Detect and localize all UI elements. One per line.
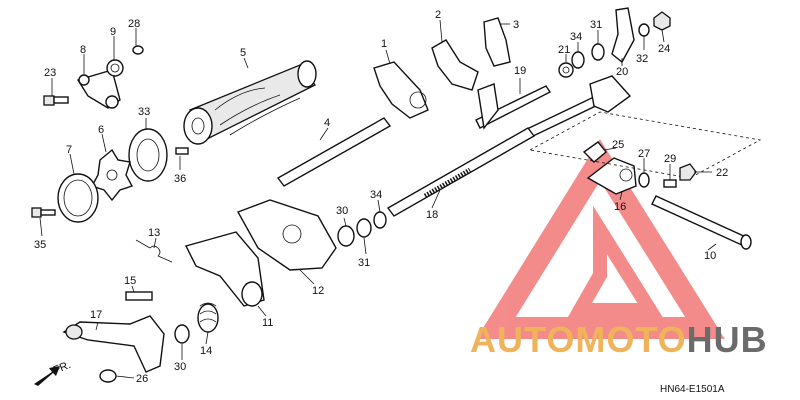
part-1-shift-fork xyxy=(373,61,429,119)
part-29-bolt xyxy=(663,179,677,188)
callout-11: 11 xyxy=(262,317,273,329)
callout-23: 23 xyxy=(44,67,56,79)
linkage-group-outline xyxy=(528,111,762,179)
callout-14: 14 xyxy=(200,345,212,357)
callout-7: 7 xyxy=(66,144,72,156)
part-34-washer-mid xyxy=(373,211,387,229)
part-4-fork-shaft xyxy=(276,117,392,187)
part-8-stopper-arm xyxy=(76,69,121,109)
part-23-bolt xyxy=(43,95,69,106)
part-34-washer-top xyxy=(571,51,585,69)
callout-16: 16 xyxy=(614,201,626,213)
watermark-triangle-outer xyxy=(476,139,725,339)
callout-34: 34 xyxy=(570,31,582,43)
part-11-gearshift-arm xyxy=(184,231,265,307)
part-16-shift-arm xyxy=(586,157,637,195)
part-13-spring xyxy=(135,239,173,263)
part-30-washer-low xyxy=(174,324,190,344)
callout-24: 24 xyxy=(658,43,670,55)
callout-31-mid: 31 xyxy=(358,257,370,269)
callout-18: 18 xyxy=(426,209,438,221)
watermark-text-part2: HUB xyxy=(687,319,768,360)
part-22-bolt xyxy=(679,163,697,181)
callout-2: 2 xyxy=(435,9,441,21)
callout-36: 36 xyxy=(174,173,186,185)
watermark-logo xyxy=(476,139,725,339)
callout-29: 29 xyxy=(664,153,676,165)
callout-33: 33 xyxy=(138,106,150,118)
callout-26: 26 xyxy=(136,373,148,385)
callout-20: 20 xyxy=(616,66,628,78)
callout-21: 21 xyxy=(558,44,570,56)
part-32-washer xyxy=(638,23,650,37)
callout-30-mid: 30 xyxy=(336,205,348,217)
part-26-washer xyxy=(99,369,117,383)
part-12-guide-plate xyxy=(236,199,337,271)
part-30-washer-mid xyxy=(337,225,355,247)
part-14-return-spring xyxy=(197,302,219,333)
callout-13: 13 xyxy=(148,227,160,239)
front-direction-arrow xyxy=(34,366,60,386)
callout-9: 9 xyxy=(110,26,116,38)
part-2-shift-fork xyxy=(431,39,479,91)
part-27-washer xyxy=(638,172,650,188)
part-19-shaft xyxy=(475,83,552,130)
callout-27: 27 xyxy=(638,148,650,160)
callout-22: 22 xyxy=(716,167,728,179)
part-21-spring xyxy=(558,62,574,78)
part-31-washer-top xyxy=(591,43,605,61)
callout-31: 31 xyxy=(590,19,602,31)
callout-25: 25 xyxy=(612,139,624,151)
part-5-shift-drum xyxy=(183,60,317,145)
part-35-bolt xyxy=(31,207,56,218)
part-9-spring xyxy=(106,59,124,77)
callout-12: 12 xyxy=(312,285,324,297)
front-direction-label: FR. xyxy=(52,359,73,377)
callout-32: 32 xyxy=(636,53,648,65)
leader-lines xyxy=(39,19,717,379)
part-17-gearshift-pedal xyxy=(62,315,165,373)
callout-10: 10 xyxy=(704,250,716,262)
part-3-shift-fork xyxy=(483,17,511,67)
callout-19: 19 xyxy=(514,65,526,77)
callout-15: 15 xyxy=(124,275,136,287)
callout-5: 5 xyxy=(240,47,246,59)
diagram-code: HN64-E1501A xyxy=(660,384,725,395)
watermark-text-part1: AUTOMOTO xyxy=(470,319,687,360)
part-31-washer-mid xyxy=(356,218,372,238)
part-36-pin xyxy=(175,147,189,155)
part-25-clip xyxy=(582,141,607,163)
part-7-plate xyxy=(57,173,99,223)
callout-30: 30 xyxy=(174,361,186,373)
part-33-bearing xyxy=(128,128,168,182)
part-10-shift-rod xyxy=(651,195,752,250)
part-24-nut xyxy=(653,11,671,31)
part-28-washer xyxy=(132,45,144,55)
part-18-shaft xyxy=(386,127,536,217)
callout-34-mid: 34 xyxy=(370,189,382,201)
part-gearshift-spindle xyxy=(524,75,632,139)
callout-3: 3 xyxy=(513,19,519,31)
watermark-triangle-inner xyxy=(567,205,663,317)
part-20-plate xyxy=(611,7,635,64)
callout-4: 4 xyxy=(324,117,330,129)
watermark-text: AUTOMOTOHUB xyxy=(470,319,768,360)
callout-1: 1 xyxy=(381,38,387,50)
callout-8: 8 xyxy=(80,44,86,56)
part-15-pin xyxy=(125,291,153,301)
callout-17: 17 xyxy=(90,309,102,321)
callout-6: 6 xyxy=(98,124,104,136)
callout-28: 28 xyxy=(128,18,140,30)
callout-35: 35 xyxy=(34,239,46,251)
callout-labels: 1 2 3 4 5 6 7 8 9 10 11 12 13 14 15 16 1… xyxy=(34,9,728,385)
